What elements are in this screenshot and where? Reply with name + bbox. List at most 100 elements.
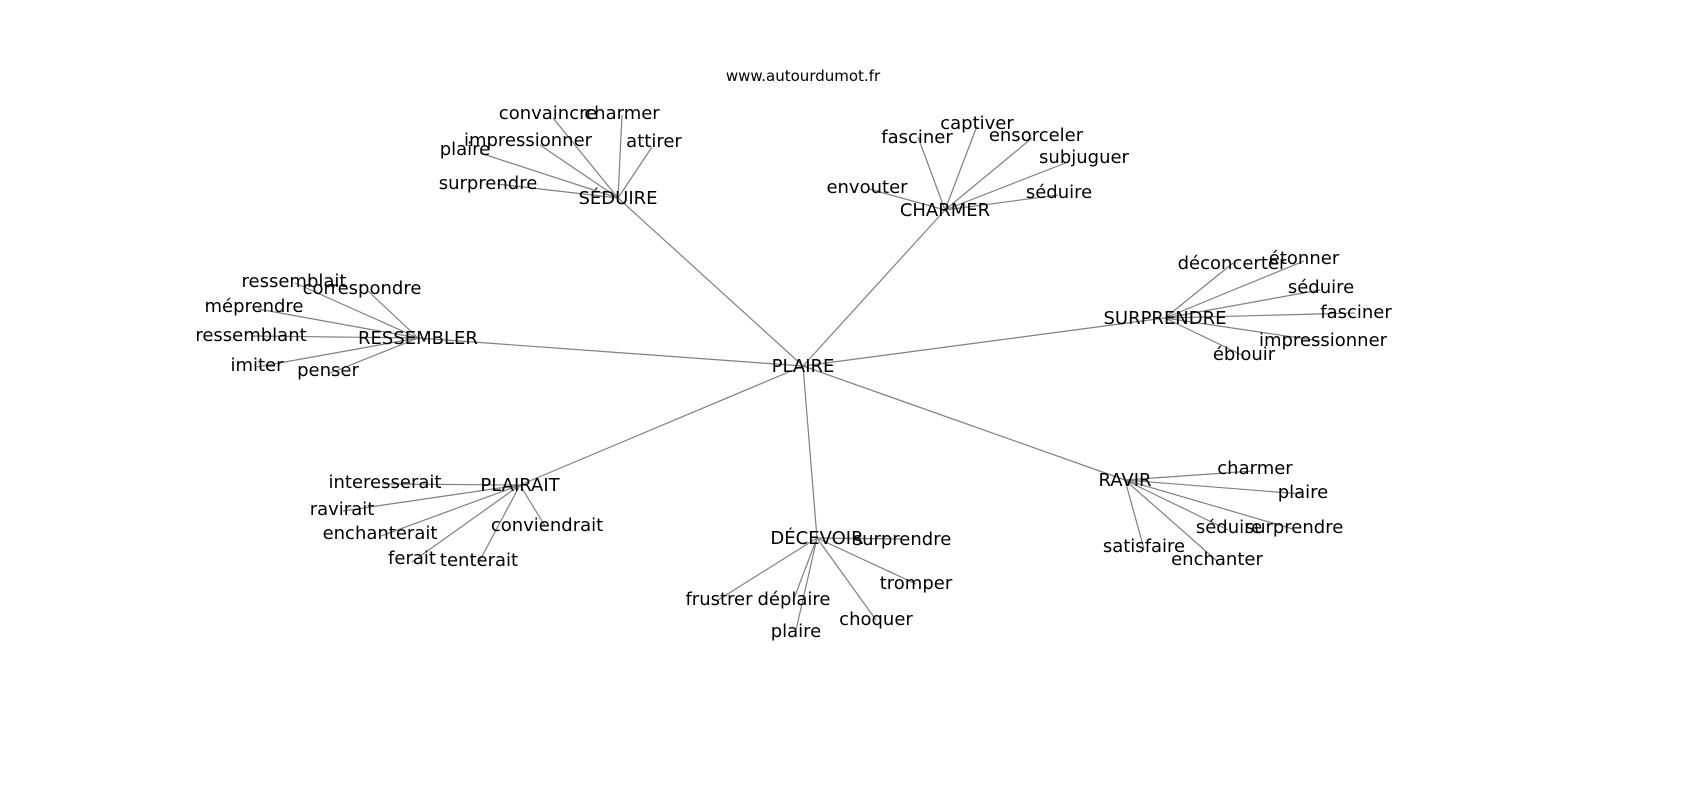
leaf-ressembler-0[interactable]: ressemblait [242,271,347,292]
leaf-ravir-2[interactable]: séduire [1196,517,1262,538]
leaf-charmer-3[interactable]: subjuguer [1039,147,1130,168]
edge-center-surprendre [802,317,1166,367]
leaf-ressembler-2[interactable]: méprendre [204,296,303,317]
edge-center-ravir [802,365,1126,481]
edge-plairait-3 [519,484,546,527]
graph-edges [251,114,1356,631]
edge-seduire-5 [496,183,619,199]
edge-plairait-1 [342,484,521,512]
leaf-charmer-5[interactable]: séduire [1026,182,1092,203]
edge-seduire-3 [617,146,653,199]
leaf-ravir-4[interactable]: satisfaire [1103,536,1185,557]
leaf-ravir-5[interactable]: enchanter [1171,549,1263,570]
edge-plairait-5 [478,484,521,563]
leaf-plairait-5[interactable]: tenterait [440,550,518,571]
leaf-surprendre-4[interactable]: impressionner [1259,330,1388,351]
edge-ressembler-2 [257,308,419,339]
leaf-seduire-4[interactable]: plaire [440,139,491,160]
edge-decevoir-3 [792,537,818,602]
edge-seduire-1 [617,114,623,199]
edge-ravir-5 [1124,479,1218,562]
edge-ravir-3 [1124,479,1294,530]
site-url[interactable]: www.autourdumot.fr [726,67,881,85]
edge-decevoir-1 [816,537,917,585]
hub-surprendre[interactable]: SURPRENDRE [1103,308,1226,329]
leaf-charmer-0[interactable]: captiver [940,113,1014,134]
leaf-decevoir-2[interactable]: frustrer [685,589,753,610]
leaf-charmer-4[interactable]: envouter [826,177,908,198]
hub-plairait[interactable]: PLAIRAIT [480,475,560,496]
edge-ravir-0 [1124,470,1254,481]
leaf-seduire-0[interactable]: convaincre [499,103,597,124]
leaf-seduire-1[interactable]: charmer [584,103,660,124]
edge-ravir-1 [1124,479,1303,495]
hub-seduire[interactable]: SÉDUIRE [578,187,657,209]
leaf-ravir-0[interactable]: charmer [1217,458,1293,479]
leaf-charmer-1[interactable]: fasciner [881,127,953,148]
edge-surprendre-5 [1164,317,1245,357]
edge-plairait-4 [411,484,521,563]
leaf-seduire-3[interactable]: attirer [626,131,682,152]
leaf-ravir-1[interactable]: plaire [1278,482,1329,503]
leaf-ressembler-1[interactable]: correspondre [303,278,422,299]
edge-decevoir-4 [816,537,877,621]
leaf-charmer-2[interactable]: ensorceler [989,125,1084,146]
leaf-seduire-5[interactable]: surprendre [439,173,538,194]
leaf-decevoir-4[interactable]: choquer [839,609,913,630]
leaf-ravir-3[interactable]: surprendre [1245,517,1344,538]
edge-surprendre-0 [1164,262,1234,319]
edge-charmer-2 [944,137,1033,211]
edge-decevoir-0 [816,537,903,540]
leaf-surprendre-1[interactable]: étonner [1269,248,1340,269]
leaf-decevoir-3[interactable]: déplaire [757,589,830,610]
leaf-decevoir-1[interactable]: tromper [880,573,953,594]
leaf-seduire-2[interactable]: impressionner [464,130,593,151]
edge-ressembler-1 [367,290,419,339]
leaf-plairait-0[interactable]: interesserait [329,472,442,493]
edge-surprendre-2 [1164,289,1321,319]
hub-ravir[interactable]: RAVIR [1098,470,1151,491]
leaf-plairait-3[interactable]: conviendrait [491,515,603,536]
center-word[interactable]: PLAIRE [772,356,835,377]
leaf-plairait-1[interactable]: ravirait [310,499,375,520]
leaf-decevoir-5[interactable]: plaire [771,621,822,642]
leaf-ressembler-5[interactable]: penser [297,360,359,381]
edge-center-decevoir [802,365,818,539]
edge-surprendre-3 [1164,312,1356,319]
edge-ressembler-3 [251,335,419,339]
edge-ravir-4 [1124,479,1145,550]
leaf-plairait-2[interactable]: enchanterait [323,523,438,544]
leaf-ressembler-4[interactable]: imiter [230,355,284,376]
edge-decevoir-5 [795,537,818,631]
edge-charmer-4 [868,188,946,211]
leaf-decevoir-0[interactable]: surprendre [853,529,952,550]
edge-seduire-2 [539,144,619,199]
edge-center-plairait [519,365,804,486]
leaf-surprendre-0[interactable]: déconcerter [1178,253,1287,274]
edge-seduire-0 [552,117,619,199]
edge-center-ressembler [417,337,804,367]
edge-seduire-4 [479,152,619,199]
hub-ressembler[interactable]: RESSEMBLER [358,328,478,349]
edge-charmer-5 [944,194,1059,211]
edge-plairait-0 [381,483,521,486]
leaf-surprendre-5[interactable]: éblouir [1213,344,1276,365]
leaf-plairait-4[interactable]: ferait [388,548,436,569]
hub-charmer[interactable]: CHARMER [900,200,990,221]
edge-ressembler-0 [294,282,419,339]
edge-plairait-2 [380,484,521,537]
edge-ressembler-4 [256,337,419,368]
edge-decevoir-2 [717,537,818,601]
edge-ressembler-5 [327,337,419,375]
edge-center-seduire [617,197,804,367]
hub-decevoir[interactable]: DÉCEVOIR [770,527,863,549]
leaf-ressembler-3[interactable]: ressemblant [195,325,306,346]
leaf-surprendre-2[interactable]: séduire [1288,277,1354,298]
edge-charmer-0 [944,125,978,211]
edge-charmer-3 [944,161,1069,211]
leaf-surprendre-3[interactable]: fasciner [1320,302,1392,323]
edge-charmer-1 [917,136,946,211]
edge-surprendre-1 [1164,260,1305,319]
